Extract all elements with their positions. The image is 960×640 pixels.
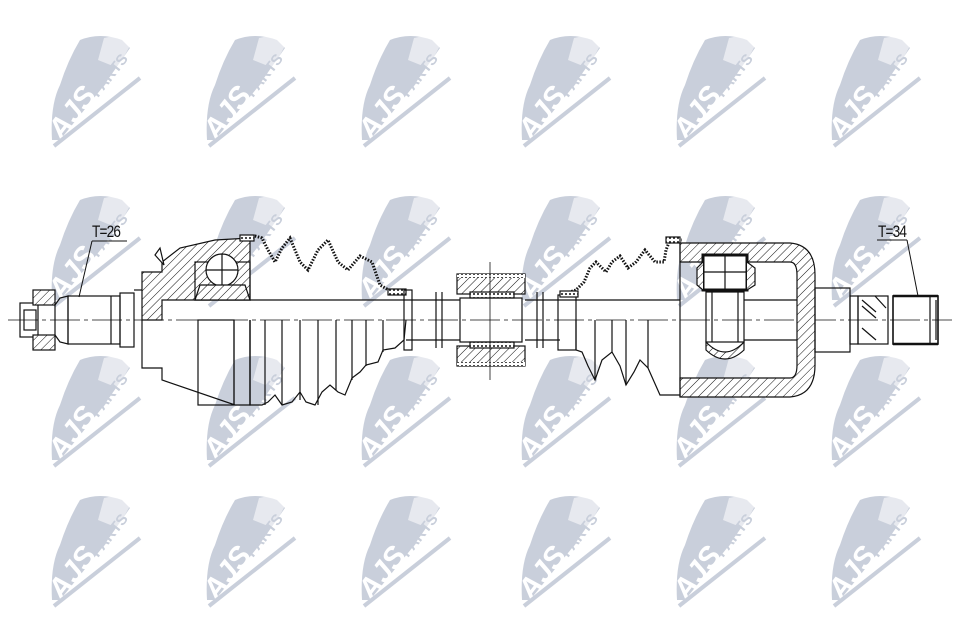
intermediate-damper: [456, 262, 526, 380]
outer-stub-axle: [19, 289, 142, 351]
outer-boot: [239, 234, 407, 406]
outer-cv-joint: [141, 237, 251, 406]
inner-boot: [559, 236, 682, 396]
shaft-left: [250, 289, 460, 351]
inner-tripod-joint: [679, 242, 816, 398]
spline-count-left-label: T=26: [92, 222, 121, 241]
spline-count-right-label: T=34: [878, 222, 907, 241]
shaft-right: [525, 292, 680, 351]
inner-stub-axle: [814, 287, 939, 353]
